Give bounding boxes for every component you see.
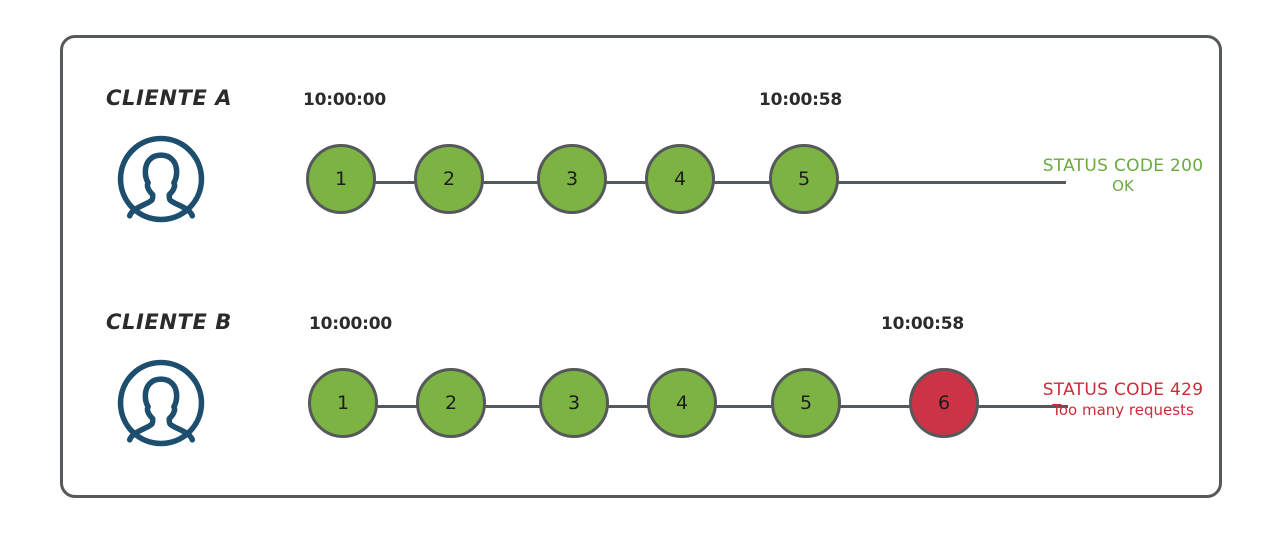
- status-code-sub: OK: [1112, 177, 1134, 196]
- request-node[interactable]: 2: [416, 368, 486, 438]
- request-node[interactable]: 5: [769, 144, 839, 214]
- status-code-main: STATUS CODE 200: [1042, 156, 1204, 176]
- client-a-time-start: 10:00:00: [303, 90, 386, 110]
- request-node[interactable]: 1: [308, 368, 378, 438]
- request-node[interactable]: 3: [537, 144, 607, 214]
- client-a-label: CLIENTE A: [106, 86, 233, 110]
- request-node[interactable]: 1: [306, 144, 376, 214]
- client-b-status-badge: STATUS CODE 429 Too many requests: [1013, 380, 1233, 420]
- status-code-sub: Too many requests: [1052, 401, 1194, 420]
- request-node[interactable]: 2: [414, 144, 484, 214]
- diagram-panel: CLIENTE A 10:00:00 10:00:58 1 2 3 4 5 ST…: [60, 35, 1222, 498]
- request-node[interactable]: 5: [771, 368, 841, 438]
- user-avatar-icon: [115, 133, 207, 225]
- client-b-time-start: 10:00:00: [309, 314, 392, 334]
- request-node[interactable]: 3: [539, 368, 609, 438]
- request-node-blocked[interactable]: 6: [909, 368, 979, 438]
- request-node[interactable]: 4: [647, 368, 717, 438]
- status-code-main: STATUS CODE 429: [1042, 380, 1204, 400]
- user-avatar-icon: [115, 357, 207, 449]
- client-b-label: CLIENTE B: [106, 310, 232, 334]
- client-b-request-chain: 1 2 3 4 5 6: [308, 368, 1088, 444]
- client-a-time-end: 10:00:58: [759, 90, 842, 110]
- client-b-time-end: 10:00:58: [881, 314, 964, 334]
- client-a-status-badge: STATUS CODE 200 OK: [1023, 156, 1223, 196]
- client-a-request-chain: 1 2 3 4 5: [306, 144, 1066, 220]
- request-node[interactable]: 4: [645, 144, 715, 214]
